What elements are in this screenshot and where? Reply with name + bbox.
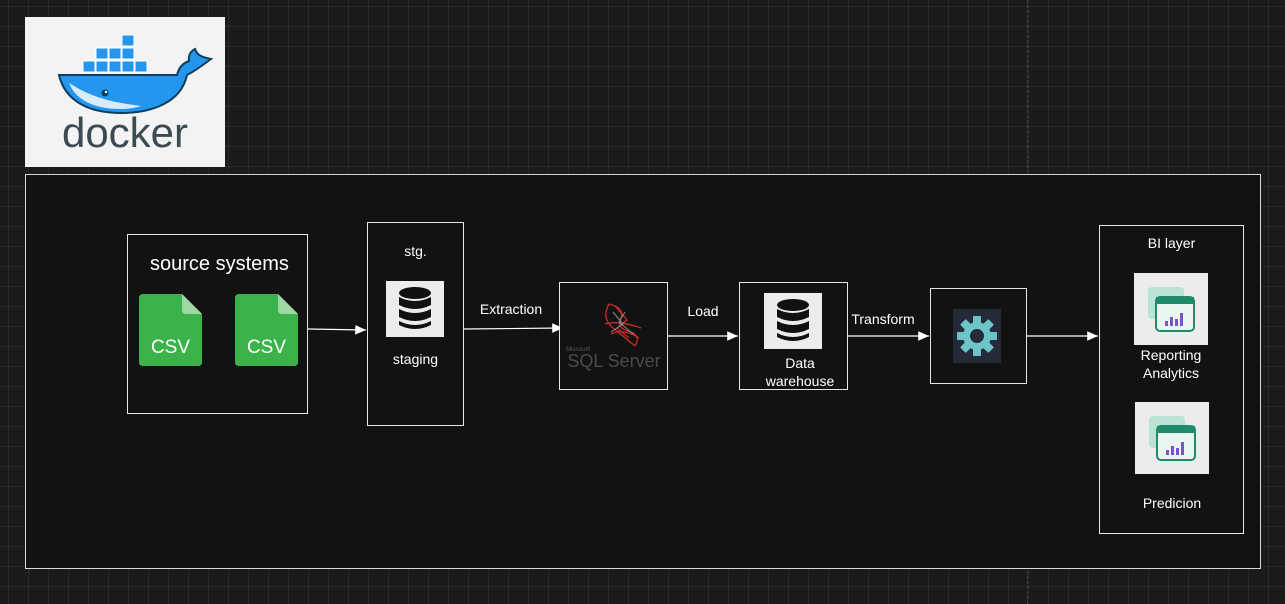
- load-label: Load: [687, 303, 719, 319]
- reporting-tile: [1134, 273, 1208, 345]
- gear-tile: [953, 309, 1001, 363]
- report-dashboard-icon: [1149, 416, 1196, 461]
- database-icon: [777, 299, 809, 341]
- csv-file-icon: [139, 294, 202, 366]
- extraction-label: Extraction: [479, 301, 543, 317]
- csv-file-label: CSV: [150, 337, 191, 358]
- staging-title: stg.: [404, 243, 427, 259]
- database-icon: [399, 287, 431, 329]
- reporting-label-line1: Reporting: [1140, 347, 1202, 363]
- source-systems-title: source systems: [150, 253, 289, 275]
- docker-logo: docker: [25, 17, 225, 167]
- docker-wordmark: docker: [62, 109, 188, 156]
- staging-label: staging: [392, 351, 439, 367]
- staging-database-tile: [386, 281, 444, 337]
- arrow-source-to-staging: [307, 325, 367, 335]
- gear-icon: [957, 316, 997, 356]
- warehouse-database-tile: [764, 293, 822, 349]
- microsoft-label: Microsoft: [566, 347, 591, 353]
- staging-box: [367, 222, 464, 426]
- warehouse-label-line1: Data: [785, 355, 815, 371]
- sql-server-icon: [604, 303, 642, 347]
- transform-box: [930, 288, 1027, 384]
- sql-server-box: [559, 282, 668, 390]
- warehouse-label-line2: warehouse: [765, 373, 835, 389]
- docker-whale-icon: docker: [57, 34, 214, 156]
- prediction-label: Predicion: [1142, 495, 1202, 511]
- reporting-label-line2: Analytics: [1142, 365, 1200, 381]
- csv-file-icon: [235, 294, 298, 366]
- arrow-extraction: [463, 323, 564, 333]
- report-dashboard-icon: [1148, 287, 1195, 332]
- bi-layer-title: BI layer: [1147, 235, 1196, 251]
- sql-server-label: SQL Server: [567, 351, 661, 371]
- transform-label: Transform: [851, 311, 915, 327]
- csv-file-label: CSV: [246, 337, 287, 358]
- prediction-tile: [1135, 402, 1209, 474]
